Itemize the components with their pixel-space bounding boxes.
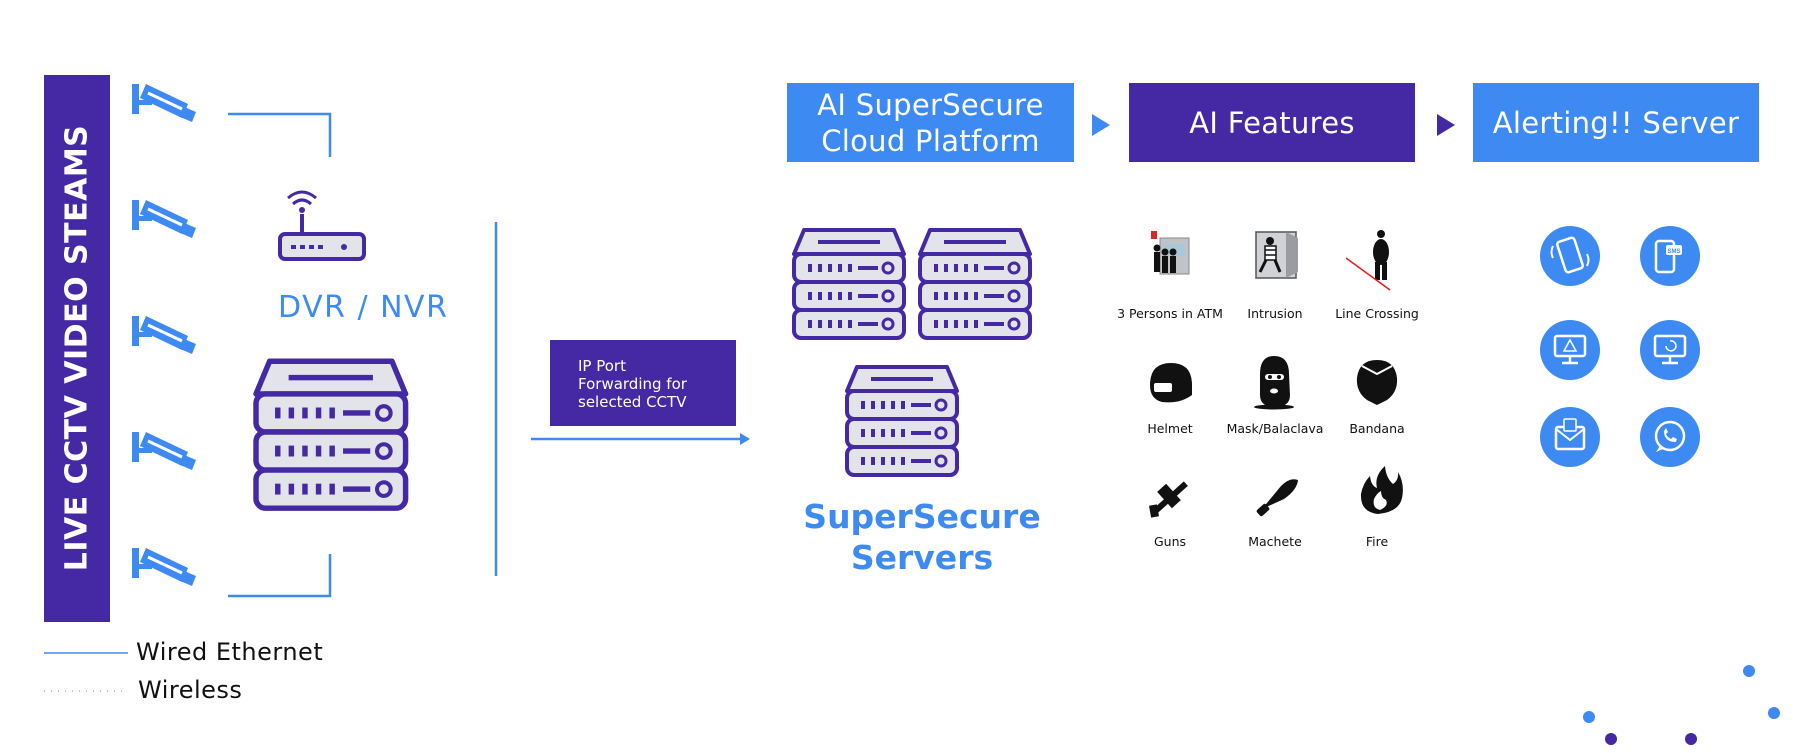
router-icon [278,190,366,261]
legend-wired-label: Wired Ethernet [136,638,324,666]
dvr-server-icon [256,361,406,508]
phone-alert-icon [1540,226,1600,286]
fire-icon [1360,466,1403,514]
intrusion-icon [1255,231,1298,279]
feature-label-bandana: Bandana [1349,421,1405,436]
whatsapp-icon [1640,407,1700,467]
feature-label-intrusion: Intrusion [1247,306,1303,321]
mask-balaclava-icon [1254,356,1294,410]
line-crossing-icon [1345,230,1391,291]
feature-label-helmet: Helmet [1147,421,1193,436]
ip-forwarding-box: IP Port Forwarding for selected CCTV [550,340,736,426]
machete-icon [1256,479,1298,517]
helmet-icon [1150,363,1192,403]
feature-label-line-crossing: Line Crossing [1335,306,1419,321]
cloud-server-icon [920,230,1030,338]
legend-wireless-label: Wireless [138,676,243,704]
alerting-server-box: Alerting!! Server [1473,83,1759,162]
desktop-alert-icon [1540,320,1600,380]
cctv-camera-icon [130,198,198,240]
servers-label-line: Servers [850,538,994,577]
cloud-server-icon [794,230,904,338]
feature-label-fire: Fire [1365,534,1389,549]
dvr-nvr-label: DVR / NVR [278,290,449,325]
wired-connector [228,112,332,157]
decorative-dots [1583,665,1780,745]
sms-icon: SMS [1640,226,1700,286]
wired-connector [228,554,332,598]
bandana-icon [1356,360,1398,405]
arrow-head-icon [740,433,750,445]
cctv-camera-icon [130,314,198,356]
cloud-server-icon [847,367,957,475]
ai-features-title: AI Features [1189,105,1355,140]
ip-forwarding-line: selected CCTV [578,393,687,411]
cloud-platform-line: Cloud Platform [821,123,1040,158]
ip-forwarding-line: Forwarding for [578,375,687,393]
flow-arrow-icon [1092,114,1110,136]
email-alert-icon [1540,407,1600,467]
feature-label-atm: 3 Persons in ATM [1117,306,1223,321]
live-cctv-banner [44,75,110,622]
live-cctv-banner-text: LIVE CCTV VIDEO STEAMS [59,124,95,572]
alerting-server-title: Alerting!! Server [1492,105,1740,140]
svg-text:SMS: SMS [1667,249,1680,255]
cloud-platform-line: AI SuperSecure [817,87,1044,122]
feature-label-guns: Guns [1153,534,1187,549]
cctv-camera-icon [130,546,198,588]
cctv-camera-icon [130,82,198,124]
feature-label-mask: Mask/Balaclava [1226,421,1324,436]
desktop-refresh-icon [1640,320,1700,380]
supersecure-servers-label: SuperSecure Servers [782,496,1062,578]
servers-label-line: SuperSecure [803,497,1041,536]
feature-label-machete: Machete [1248,534,1302,549]
cctv-camera-icon [130,430,198,472]
ai-features-box: AI Features [1129,83,1415,162]
ip-forwarding-line: IP Port [578,357,626,375]
atm-persons-icon [1151,231,1190,275]
cloud-platform-box: AI SuperSecure Cloud Platform [787,83,1074,162]
gun-icon [1149,481,1188,518]
flow-arrow-icon [1437,114,1455,136]
